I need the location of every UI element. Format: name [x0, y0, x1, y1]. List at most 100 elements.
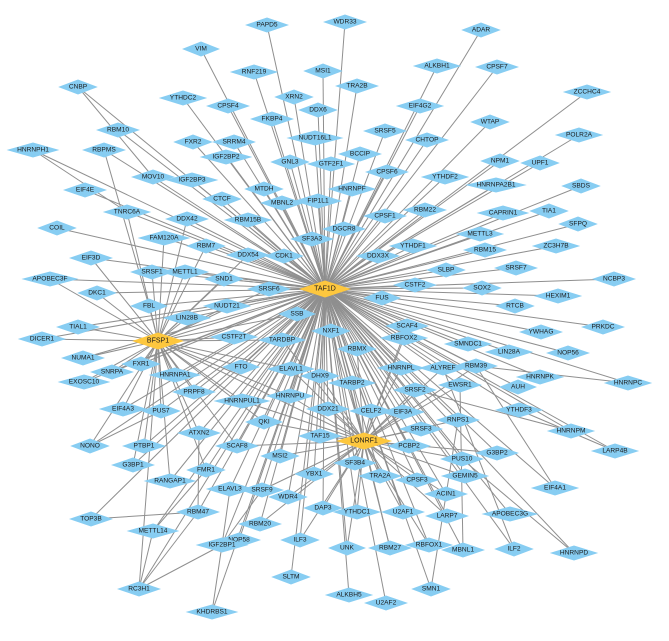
node-label: SRRM4: [222, 139, 245, 146]
node-diamond: [186, 462, 226, 478]
node-label: CAPRIN1: [489, 210, 518, 217]
node-nop56: NOP56: [546, 345, 590, 361]
node-dhx9: DHX9: [300, 368, 340, 384]
node-label: TOP3B: [80, 516, 102, 523]
node-ctcf: CTCF: [202, 191, 242, 207]
node-label: SFPQ: [569, 221, 587, 228]
node-diamond: [494, 260, 538, 276]
node-diamond: [257, 332, 307, 348]
node-ssb: SSB: [278, 306, 316, 322]
node-label: TIA1: [542, 208, 556, 215]
edge-APOBEC3F-BFSP1: [49, 278, 159, 342]
node-label: CELF2: [361, 408, 382, 415]
node-diamond: [484, 344, 534, 360]
node-srsf6: SRSF6: [247, 281, 291, 297]
node-diamond: [324, 587, 374, 603]
node-diamond: [204, 271, 244, 287]
node-ddx42: DDX42: [165, 211, 209, 227]
node-diamond: [515, 369, 565, 385]
node-diamond: [533, 288, 583, 304]
node-diamond: [531, 238, 581, 254]
node-diamond: [481, 506, 539, 522]
node-label: G3BP1: [122, 462, 144, 469]
node-label: YTHDF3: [506, 407, 532, 414]
node-rbm20: RBM20: [238, 516, 282, 532]
node-label: SRSF6: [258, 286, 280, 293]
node-nono: NONO: [70, 438, 110, 454]
node-label: QKI: [258, 419, 270, 426]
node-hexim1: HEXIM1: [533, 288, 583, 304]
node-diamond: [162, 310, 212, 326]
node-label: CDK1: [275, 253, 293, 260]
node-label: FAM120A: [150, 235, 180, 242]
edge-RBFOX1-LONRF1: [363, 440, 430, 546]
node-diamond: [177, 425, 221, 441]
node-diamond: [311, 323, 351, 339]
node-hnrnpl: HNRNPL: [376, 360, 426, 376]
edge-YWHAG-TAF1D: [324, 288, 542, 333]
node-diamond: [303, 500, 343, 516]
edge-RBM22-TAF1D: [324, 209, 426, 290]
node-label: RBM7: [197, 243, 216, 250]
node-diamond: [441, 542, 485, 558]
edge-HEXIM1-TAF1D: [324, 288, 559, 297]
node-diamond: [293, 193, 343, 209]
edge-SF3A3-TAF1D: [311, 238, 326, 290]
edge-COIL-TAF1D: [56, 227, 326, 290]
node-label: XRN2: [285, 94, 303, 101]
edge-HNRNPL-LONRF1: [363, 367, 402, 442]
node-dap3: DAP3: [303, 500, 343, 516]
node-diamond: [381, 504, 425, 520]
node-slbp: SLBP: [426, 262, 466, 278]
node-diamond: [455, 226, 505, 242]
node-diamond: [322, 221, 366, 237]
edge-METTL14-TAF1D: [152, 288, 326, 532]
node-diamond: [393, 277, 437, 293]
edge-MBNL1-EWSR1: [459, 384, 464, 551]
node-label: RNF219: [242, 69, 267, 76]
node-unk: UNK: [328, 540, 366, 556]
node-label: APOBEC3F: [32, 276, 67, 283]
node-label: ACIN1: [436, 491, 456, 498]
node-diamond: [470, 114, 510, 130]
node-sox2: SOX2: [462, 280, 502, 296]
node-label: MBNL2: [271, 200, 293, 207]
node-label: TARBP2: [339, 380, 364, 387]
node-diamond: [440, 451, 484, 467]
node-label: EIF4A3: [112, 406, 134, 413]
node-label: SRSF9: [251, 487, 273, 494]
node-ddx21: DDX21: [306, 401, 350, 417]
node-u2af2: U2AF2: [364, 595, 408, 611]
node-label: TRA2B: [346, 83, 368, 90]
node-label: ALYREF: [430, 365, 455, 372]
node-diamond: [294, 466, 334, 482]
node-label: ALKBH5: [336, 592, 362, 599]
node-celf2: CELF2: [349, 403, 393, 419]
node-label: LIN28A: [498, 349, 521, 356]
edge-YTHDF1-TAF1D: [324, 245, 414, 290]
node-label: TNRC6A: [114, 209, 141, 216]
node-diamond: [121, 356, 161, 372]
node-diamond: [260, 195, 304, 211]
edge-EIF4A1-RBM39: [475, 365, 556, 489]
node-diamond: [592, 271, 636, 287]
node-diamond: [165, 211, 209, 227]
node-diamond: [425, 508, 469, 524]
node-diamond: [6, 142, 60, 158]
node-acin1: ACIN1: [424, 486, 468, 502]
node-mov10: MOV10: [131, 169, 175, 185]
node-diamond: [549, 545, 599, 561]
node-label: EIF3A: [394, 409, 413, 416]
node-rbm10: RBM10: [96, 122, 140, 138]
edge-NPM1-TAF1D: [324, 160, 501, 290]
node-label: EIF4G2: [409, 103, 432, 110]
node-igf2bp1: IGF2BP1: [195, 537, 249, 553]
node-rbm27: RBM27: [368, 540, 412, 556]
node-label: SLTM: [282, 574, 299, 581]
node-diamond: [303, 63, 343, 79]
node-diamond: [102, 204, 152, 220]
node-label: SMN1: [422, 586, 441, 593]
node-diamond: [195, 537, 249, 553]
node-diamond: [206, 98, 250, 114]
node-label: UPF1: [532, 160, 549, 167]
